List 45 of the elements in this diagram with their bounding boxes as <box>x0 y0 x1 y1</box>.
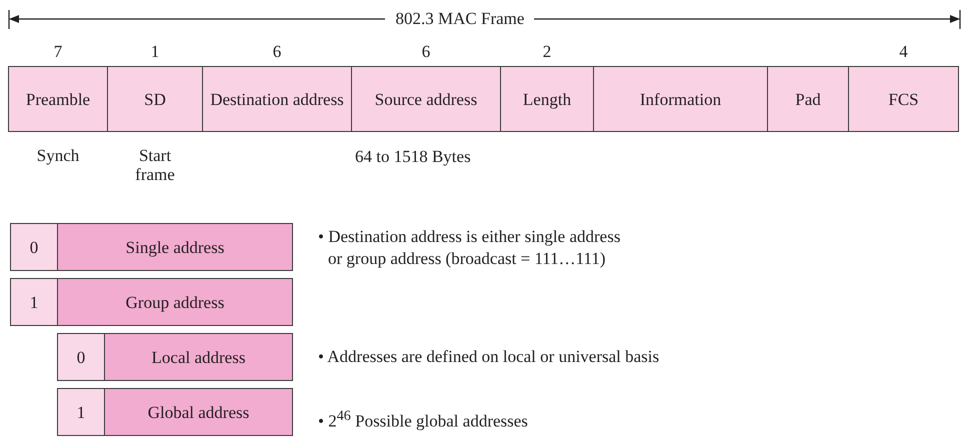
frame-field <box>8 66 108 132</box>
byte-count: 7 <box>52 42 64 61</box>
field-label: Single address <box>126 238 224 256</box>
bit-cell <box>10 278 58 326</box>
bullet-note: • Addresses are defined on local or universal basis <box>318 346 660 368</box>
frame-field <box>500 66 594 132</box>
field-note: Synch <box>36 146 80 165</box>
field-label: Local address <box>152 348 246 366</box>
byte-count: 2 <box>542 42 552 61</box>
field-label: 1 <box>76 402 86 422</box>
bit-cell <box>10 223 58 271</box>
bit-cell <box>57 333 105 381</box>
byte-count: 1 <box>150 42 160 61</box>
bullet-note: • 2$^{46}$ Possible global addresses <box>318 407 529 433</box>
frame-title: 802.3 MAC Frame <box>394 8 526 30</box>
field-label: Destination address <box>210 90 344 108</box>
field-label: FCS <box>888 90 919 108</box>
field-label: 0 <box>30 238 38 256</box>
byte-count: 6 <box>272 42 282 61</box>
field-label: 1 <box>30 292 38 312</box>
byte-count: 4 <box>898 42 909 61</box>
bit-cell <box>57 388 105 436</box>
field-label: Group address <box>126 292 224 312</box>
frame-field <box>107 66 203 132</box>
field-label: Preamble <box>26 90 90 108</box>
field-label: SD <box>144 90 166 108</box>
address-type-field <box>57 223 293 271</box>
byte-count: 6 <box>420 42 432 61</box>
field-note: Start frame <box>134 146 176 184</box>
frame-field <box>593 66 768 132</box>
size-note: 64 to 1518 Bytes <box>355 146 472 168</box>
frame-field <box>767 66 849 132</box>
bullet-note: • Destination address is either single address or group address (broadcast = 111…111) <box>318 226 622 270</box>
field-label: Information <box>640 90 722 108</box>
frame-field <box>848 66 959 132</box>
field-label: Length <box>522 90 572 108</box>
field-label: 0 <box>76 348 86 366</box>
address-type-field <box>57 278 293 326</box>
field-label: Global address <box>148 402 250 422</box>
frame-field <box>351 66 501 132</box>
address-type-field <box>104 388 293 436</box>
field-label: Source address <box>374 90 478 108</box>
field-label: Pad <box>795 90 821 108</box>
frame-field <box>202 66 352 132</box>
address-type-field <box>104 333 293 381</box>
